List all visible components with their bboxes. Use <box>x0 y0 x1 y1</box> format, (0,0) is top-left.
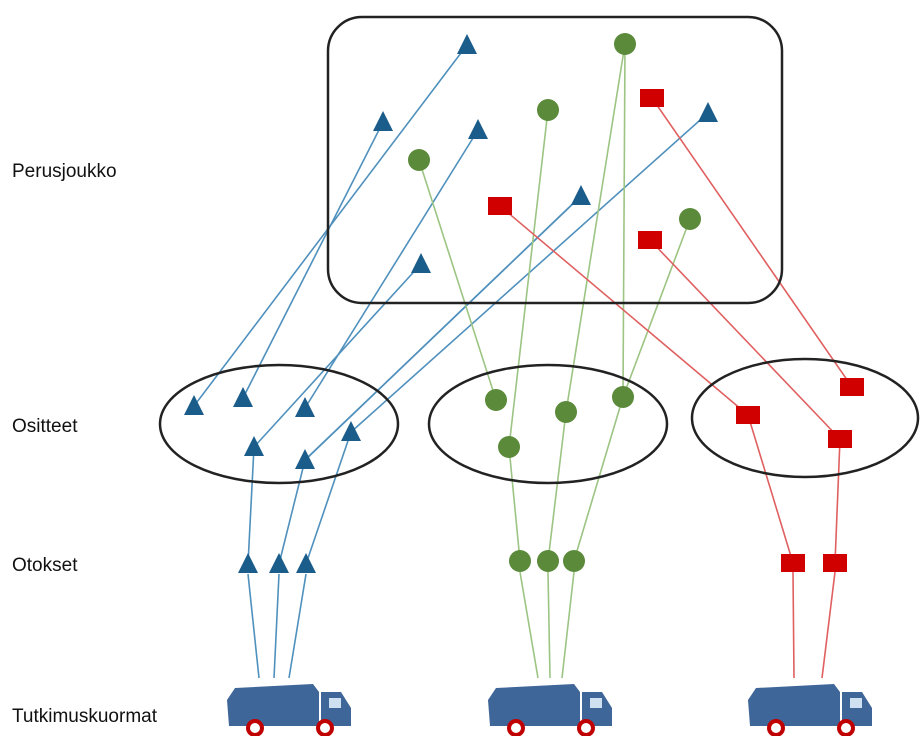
line-red-st-1 <box>834 438 841 564</box>
truck-hubcap <box>581 723 591 733</box>
green-circle-marker <box>679 208 701 230</box>
blue-triangle-marker <box>184 395 204 415</box>
label-strata: Ositteet <box>12 416 78 437</box>
stratum-blue <box>158 363 400 485</box>
blue-triangle-marker <box>238 553 258 573</box>
line-red-pop-0 <box>651 97 853 388</box>
line-green-st-1 <box>547 411 567 562</box>
red-square-marker <box>736 406 760 424</box>
markers <box>184 33 864 573</box>
garbage-truck-icon <box>748 684 872 736</box>
green-circle-marker <box>614 33 636 55</box>
truck-hubcap <box>511 723 521 733</box>
red-square-marker <box>840 378 864 396</box>
blue-triangle-marker <box>457 34 477 54</box>
line-green-st-2 <box>573 396 624 562</box>
line-green-extra <box>565 43 626 413</box>
blue-triangle-marker <box>411 253 431 273</box>
truck-hubcap <box>771 723 781 733</box>
blue-triangle-marker <box>269 553 289 573</box>
green-circle-marker <box>408 149 430 171</box>
truck-cab <box>321 692 351 726</box>
line-green-pop-1 <box>508 109 549 448</box>
line-blue-sm-2 <box>288 573 307 679</box>
line-blue-st-2 <box>305 431 352 565</box>
red-square-marker <box>640 89 664 107</box>
line-blue-st-1 <box>278 459 306 565</box>
truck-window <box>590 698 602 708</box>
line-red-st-0 <box>747 414 794 564</box>
line-green-sm-2 <box>561 571 575 679</box>
truck-body <box>227 684 319 726</box>
blue-triangle-marker <box>341 421 361 441</box>
truck-window <box>329 698 341 708</box>
truck-hubcap <box>250 723 260 733</box>
trucks <box>227 684 872 736</box>
line-green-st-0 <box>508 446 521 562</box>
truck-body <box>488 684 580 726</box>
blue-triangle-marker <box>233 387 253 407</box>
line-blue-sm-1 <box>273 573 280 679</box>
stratum-green <box>427 363 669 485</box>
line-green-pop-3 <box>622 218 691 398</box>
red-square-marker <box>781 554 805 572</box>
green-circle-marker <box>537 99 559 121</box>
line-red-pop-1 <box>499 205 749 416</box>
green-circle-marker <box>498 436 520 458</box>
blue-triangle-marker <box>244 436 264 456</box>
line-green-pop-2 <box>418 159 497 401</box>
truck-window <box>850 698 862 708</box>
line-red-sm-1 <box>821 571 836 679</box>
red-square-marker <box>638 231 662 249</box>
garbage-truck-icon <box>227 684 351 736</box>
blue-triangle-marker <box>295 449 315 469</box>
green-circle-marker <box>485 389 507 411</box>
truck-cab <box>842 692 872 726</box>
line-blue-pop-4 <box>253 263 422 448</box>
green-circle-marker <box>509 550 531 572</box>
line-green-pop-0 <box>622 43 626 398</box>
truck-hubcap <box>320 723 330 733</box>
blue-triangle-marker <box>468 119 488 139</box>
line-green-sm-1 <box>547 571 551 679</box>
stratum-red <box>690 357 920 479</box>
label-samples: Otokset <box>12 555 78 576</box>
line-blue-sm-0 <box>247 573 260 679</box>
population-box <box>326 15 784 305</box>
line-green-sm-0 <box>519 571 539 679</box>
green-circle-marker <box>537 550 559 572</box>
green-circle-marker <box>563 550 585 572</box>
label-population: Perusjoukko <box>12 161 117 182</box>
red-square-marker <box>488 197 512 215</box>
green-circle-marker <box>555 401 577 423</box>
line-red-sm-0 <box>792 571 795 679</box>
blue-triangle-marker <box>698 102 718 122</box>
label-loads: Tutkimuskuormat <box>12 706 157 727</box>
green-circle-marker <box>612 386 634 408</box>
red-square-marker <box>823 554 847 572</box>
truck-body <box>748 684 840 726</box>
line-blue-st-0 <box>247 446 255 565</box>
line-red-pop-2 <box>649 239 841 440</box>
blue-triangle-marker <box>295 397 315 417</box>
line-blue-pop-2 <box>304 129 479 409</box>
garbage-truck-icon <box>488 684 612 736</box>
truck-hubcap <box>841 723 851 733</box>
line-blue-pop-1 <box>242 121 384 399</box>
line-blue-extra <box>304 195 582 461</box>
blue-triangle-marker <box>373 111 393 131</box>
truck-cab <box>582 692 612 726</box>
blue-triangle-marker <box>571 185 591 205</box>
connection-lines <box>193 43 853 679</box>
red-square-marker <box>828 430 852 448</box>
blue-triangle-marker <box>296 553 316 573</box>
